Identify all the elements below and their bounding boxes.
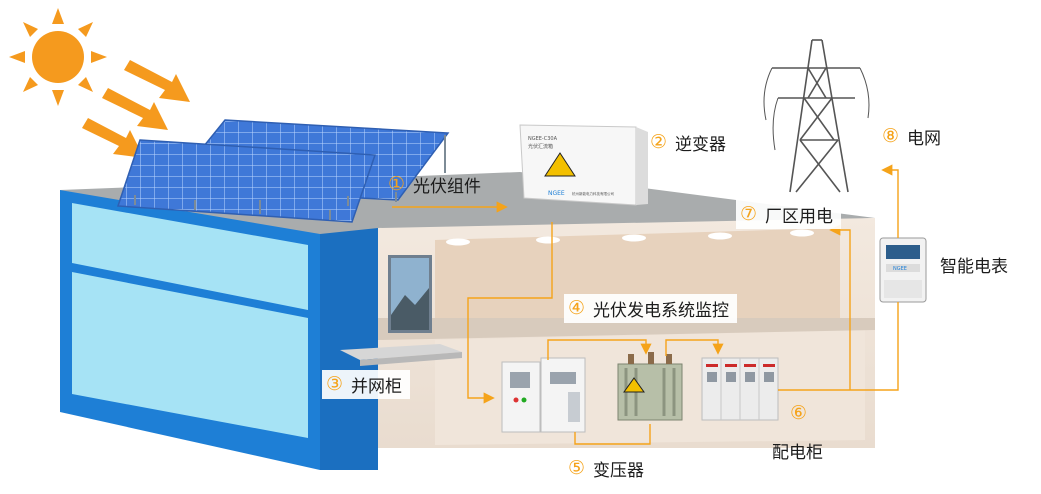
inverter-name: 光伏汇流箱 (528, 143, 553, 150)
step-number: ⑦ (740, 203, 758, 225)
label-grid: ⑧ 电网 (882, 124, 942, 150)
label-monitoring: ④ 光伏发电系统监控 (564, 294, 738, 323)
label-distribution-text: 配电柜 (772, 438, 823, 463)
sunlight-arrows (82, 60, 190, 158)
inverter-box: NGEE-C30A 光伏汇流箱 NGEE 杭州新能电力科技有限公司 (519, 124, 648, 206)
label-grid-cabinet: ③ 并网柜 (322, 370, 411, 399)
step-number: ⑤ (568, 457, 586, 479)
inverter-maker: 杭州新能电力科技有限公司 (572, 191, 614, 196)
label-smart-meter: 智能电表 (940, 252, 1008, 277)
label-distribution-number: ⑥ (790, 404, 807, 423)
label-transformer: ⑤ 变压器 (568, 456, 645, 482)
label-text: 变压器 (593, 461, 645, 481)
wall-picture (388, 255, 432, 333)
connection-lines (392, 164, 899, 445)
step-number: ⑧ (882, 125, 900, 147)
label-text: 逆变器 (675, 135, 727, 155)
inverter-brand: NGEE (548, 190, 565, 197)
label-factory-power: ⑦ 厂区用电 (736, 200, 842, 229)
label-text: 光伏发电系统监控 (593, 301, 730, 321)
sun-icon (9, 8, 107, 106)
label-text: 并网柜 (351, 377, 403, 397)
label-pv-modules: ① 光伏组件 (388, 172, 482, 198)
label-text: 智能电表 (940, 257, 1008, 277)
smart-meter-icon: NGEE (879, 237, 927, 303)
building-facade (60, 190, 378, 470)
distribution-cabinets (701, 357, 779, 421)
solar-panel-array (116, 119, 450, 223)
power-tower-icon (763, 39, 870, 193)
grid-connection-cabinets (501, 357, 586, 433)
transformer-icon (617, 352, 683, 421)
step-number: ④ (568, 297, 586, 319)
label-text: 厂区用电 (765, 207, 834, 227)
meter-brand: NGEE (893, 266, 907, 272)
label-text: 光伏组件 (413, 177, 482, 197)
step-number: ⑥ (790, 402, 808, 424)
inverter-model: NGEE-C30A (528, 136, 558, 142)
grid-cabinet-shelf (340, 344, 462, 360)
step-number: ② (650, 131, 668, 153)
step-number: ③ (326, 373, 344, 395)
label-text: 配电柜 (772, 443, 823, 463)
label-inverter: ② 逆变器 (650, 130, 727, 156)
step-number: ① (388, 173, 406, 195)
label-text: 电网 (907, 129, 942, 149)
